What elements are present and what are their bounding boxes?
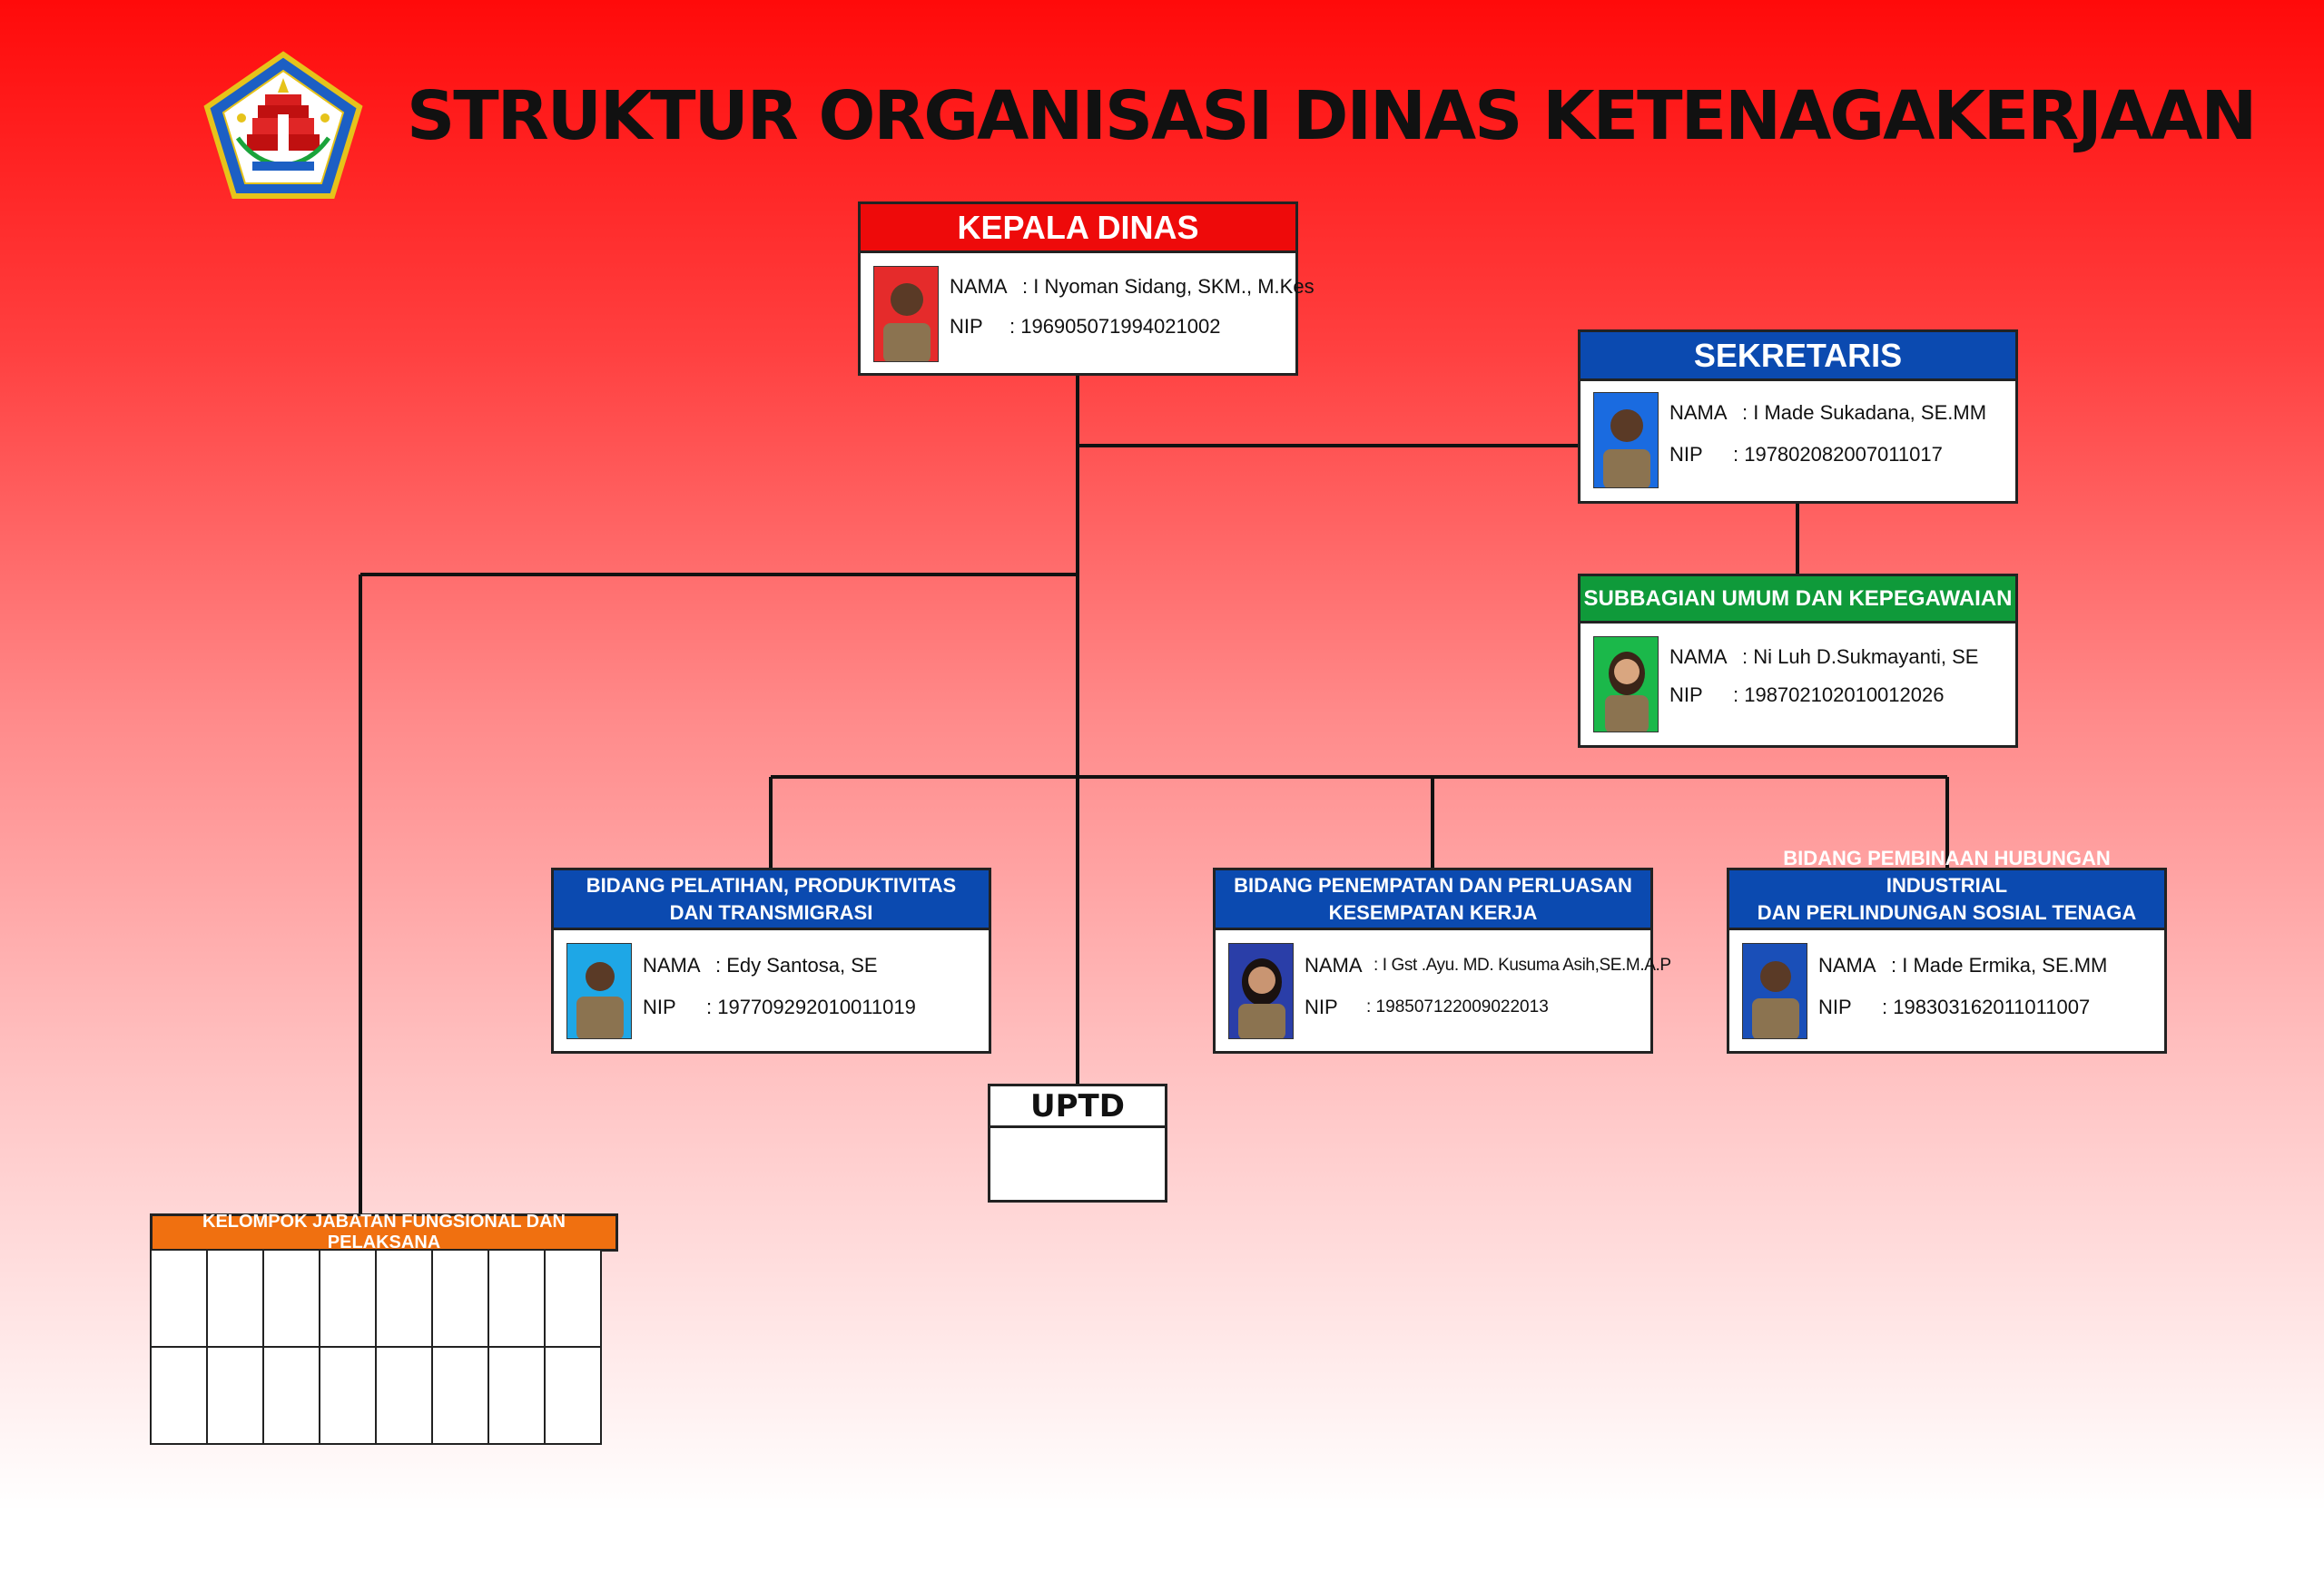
kepala-dinas-nama-value: : I Nyoman Sidang, SKM., M.Kes: [1022, 275, 1315, 298]
bidang-pelatihan-photo: [566, 943, 632, 1039]
bidang-pembinaan-header: BIDANG PEMBINAAN HUBUNGAN INDUSTRIAL DAN…: [1729, 847, 2164, 951]
bidang-pembinaan-nip-value: : 198303162011011007: [1882, 996, 2091, 1018]
bidang-pelatihan-nip-label: NIP: [643, 996, 676, 1018]
sekretaris-nip-value: : 197802082007011017: [1733, 443, 1943, 466]
subbagian-card: SUBBAGIAN UMUM DAN KEPEGAWAIAN NAMA : Ni…: [1578, 574, 2018, 748]
bidang-penempatan-nip-label: NIP: [1305, 996, 1338, 1018]
kepala-dinas-nip-label: NIP: [950, 315, 983, 338]
bidang-penempatan-card: BIDANG PENEMPATAN DAN PERLUASAN KESEMPAT…: [1213, 868, 1671, 1054]
bidang-penempatan-nama-value: : I Gst .Ayu. MD. Kusuma Asih,SE.M.A.P: [1374, 956, 1671, 975]
regency-emblem-logo: [202, 51, 365, 201]
kelompok-jabatan-card: KELOMPOK JABATAN FUNGSIONAL DAN PELAKSAN…: [150, 1212, 618, 1449]
kelompok-jabatan-grid: [150, 1249, 602, 1445]
bidang-pembinaan-photo: [1742, 943, 1807, 1039]
sekretaris-card: SEKRETARIS NAMA : I Made Sukadana, SE.MM…: [1578, 329, 2018, 504]
bidang-penempatan-nama-label: NAMA: [1305, 954, 1363, 977]
bidang-pembinaan-card: BIDANG PEMBINAAN HUBUNGAN INDUSTRIAL DAN…: [1727, 847, 2167, 1054]
subbagian-nama-value: : Ni Luh D.Sukmayanti, SE: [1742, 645, 1979, 668]
sekretaris-photo: [1593, 392, 1659, 488]
kepala-dinas-card: KEPALA DINAS NAMA : I Nyoman Sidang, SKM…: [858, 201, 1315, 376]
sekretaris-nama-value: : I Made Sukadana, SE.MM: [1742, 401, 1987, 424]
bidang-pelatihan-header: BIDANG PELATIHAN, PRODUKTIVITAS DAN TRAN…: [554, 870, 989, 930]
subbagian-header: SUBBAGIAN UMUM DAN KEPEGAWAIAN: [1581, 576, 2015, 624]
bidang-pelatihan-card: BIDANG PELATIHAN, PRODUKTIVITAS DAN TRAN…: [551, 868, 991, 1054]
subbagian-nip-value: : 198702102010012026: [1733, 683, 1945, 706]
subbagian-nip-label: NIP: [1669, 683, 1703, 706]
kelompok-grid-row: [150, 1346, 602, 1445]
kepala-dinas-nip-value: : 196905071994021002: [1009, 315, 1221, 338]
uptd-card: UPTD: [988, 1084, 1167, 1203]
sekretaris-nip-label: NIP: [1669, 443, 1703, 466]
kelompok-jabatan-header: KELOMPOK JABATAN FUNGSIONAL DAN PELAKSAN…: [150, 1212, 618, 1252]
subbagian-nama-label: NAMA: [1669, 645, 1728, 668]
sekretaris-header: SEKRETARIS: [1581, 332, 2015, 381]
page-title: STRUKTUR ORGANISASI DINAS KETENAGAKERJAA…: [407, 77, 2257, 155]
bidang-pembinaan-nama-label: NAMA: [1818, 954, 1876, 977]
kelompok-grid-row: [150, 1249, 602, 1348]
kepala-dinas-photo: [873, 266, 939, 362]
sekretaris-nama-label: NAMA: [1669, 401, 1728, 424]
uptd-header: UPTD: [990, 1086, 1165, 1128]
bidang-pelatihan-nama-value: : Edy Santosa, SE: [715, 954, 878, 977]
bidang-pelatihan-nama-label: NAMA: [643, 954, 701, 977]
bidang-penempatan-photo: [1228, 943, 1294, 1039]
bidang-penempatan-header: BIDANG PENEMPATAN DAN PERLUASAN KESEMPAT…: [1216, 870, 1650, 930]
bidang-penempatan-nip-value: : 198507122009022013: [1366, 997, 1549, 1016]
bidang-pembinaan-nama-value: : I Made Ermika, SE.MM: [1891, 954, 2108, 977]
bidang-pelatihan-nip-value: : 197709292010011019: [706, 996, 916, 1018]
kepala-dinas-nama-label: NAMA: [950, 275, 1008, 298]
bidang-pembinaan-nip-label: NIP: [1818, 996, 1852, 1018]
subbagian-photo: [1593, 636, 1659, 732]
kepala-dinas-header: KEPALA DINAS: [861, 204, 1295, 253]
